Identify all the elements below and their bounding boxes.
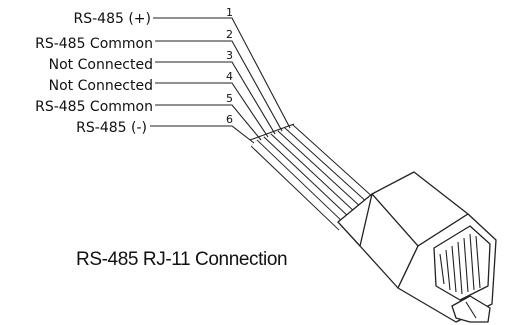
plug-contact-window [433, 225, 491, 301]
leader-lines [150, 17, 291, 144]
pin-6-leader [150, 125, 255, 144]
diagram-caption: RS-485 RJ-11 Connection [76, 249, 287, 270]
pin-4-leader [155, 82, 269, 138]
pin-6-label: RS-485 (-) [76, 120, 147, 136]
pin-labels: RS-485 (+) RS-485 Common Not Connected N… [35, 11, 153, 136]
pin-2-number: 2 [226, 28, 233, 41]
pin-3-label: Not Connected [49, 57, 153, 73]
pin-6-number: 6 [226, 113, 233, 126]
pin-2-leader [155, 40, 283, 132]
pin-1-label: RS-485 (+) [74, 11, 152, 27]
pin-4-label: Not Connected [49, 78, 153, 94]
pin-3-leader [155, 61, 276, 135]
pin-1-number: 1 [226, 6, 233, 19]
rj11-plug [337, 171, 497, 323]
pin-1-leader [153, 17, 291, 129]
pin-5-label: RS-485 Common [35, 99, 153, 115]
ribbon-cable [249, 123, 376, 231]
pin-5-number: 5 [226, 92, 233, 105]
pin-numbers: 1 2 3 4 5 6 [226, 6, 233, 126]
pin-2-label: RS-485 Common [35, 36, 153, 52]
pin-4-number: 4 [226, 70, 233, 83]
pin-5-leader [155, 104, 262, 141]
pin-3-number: 3 [226, 49, 233, 62]
